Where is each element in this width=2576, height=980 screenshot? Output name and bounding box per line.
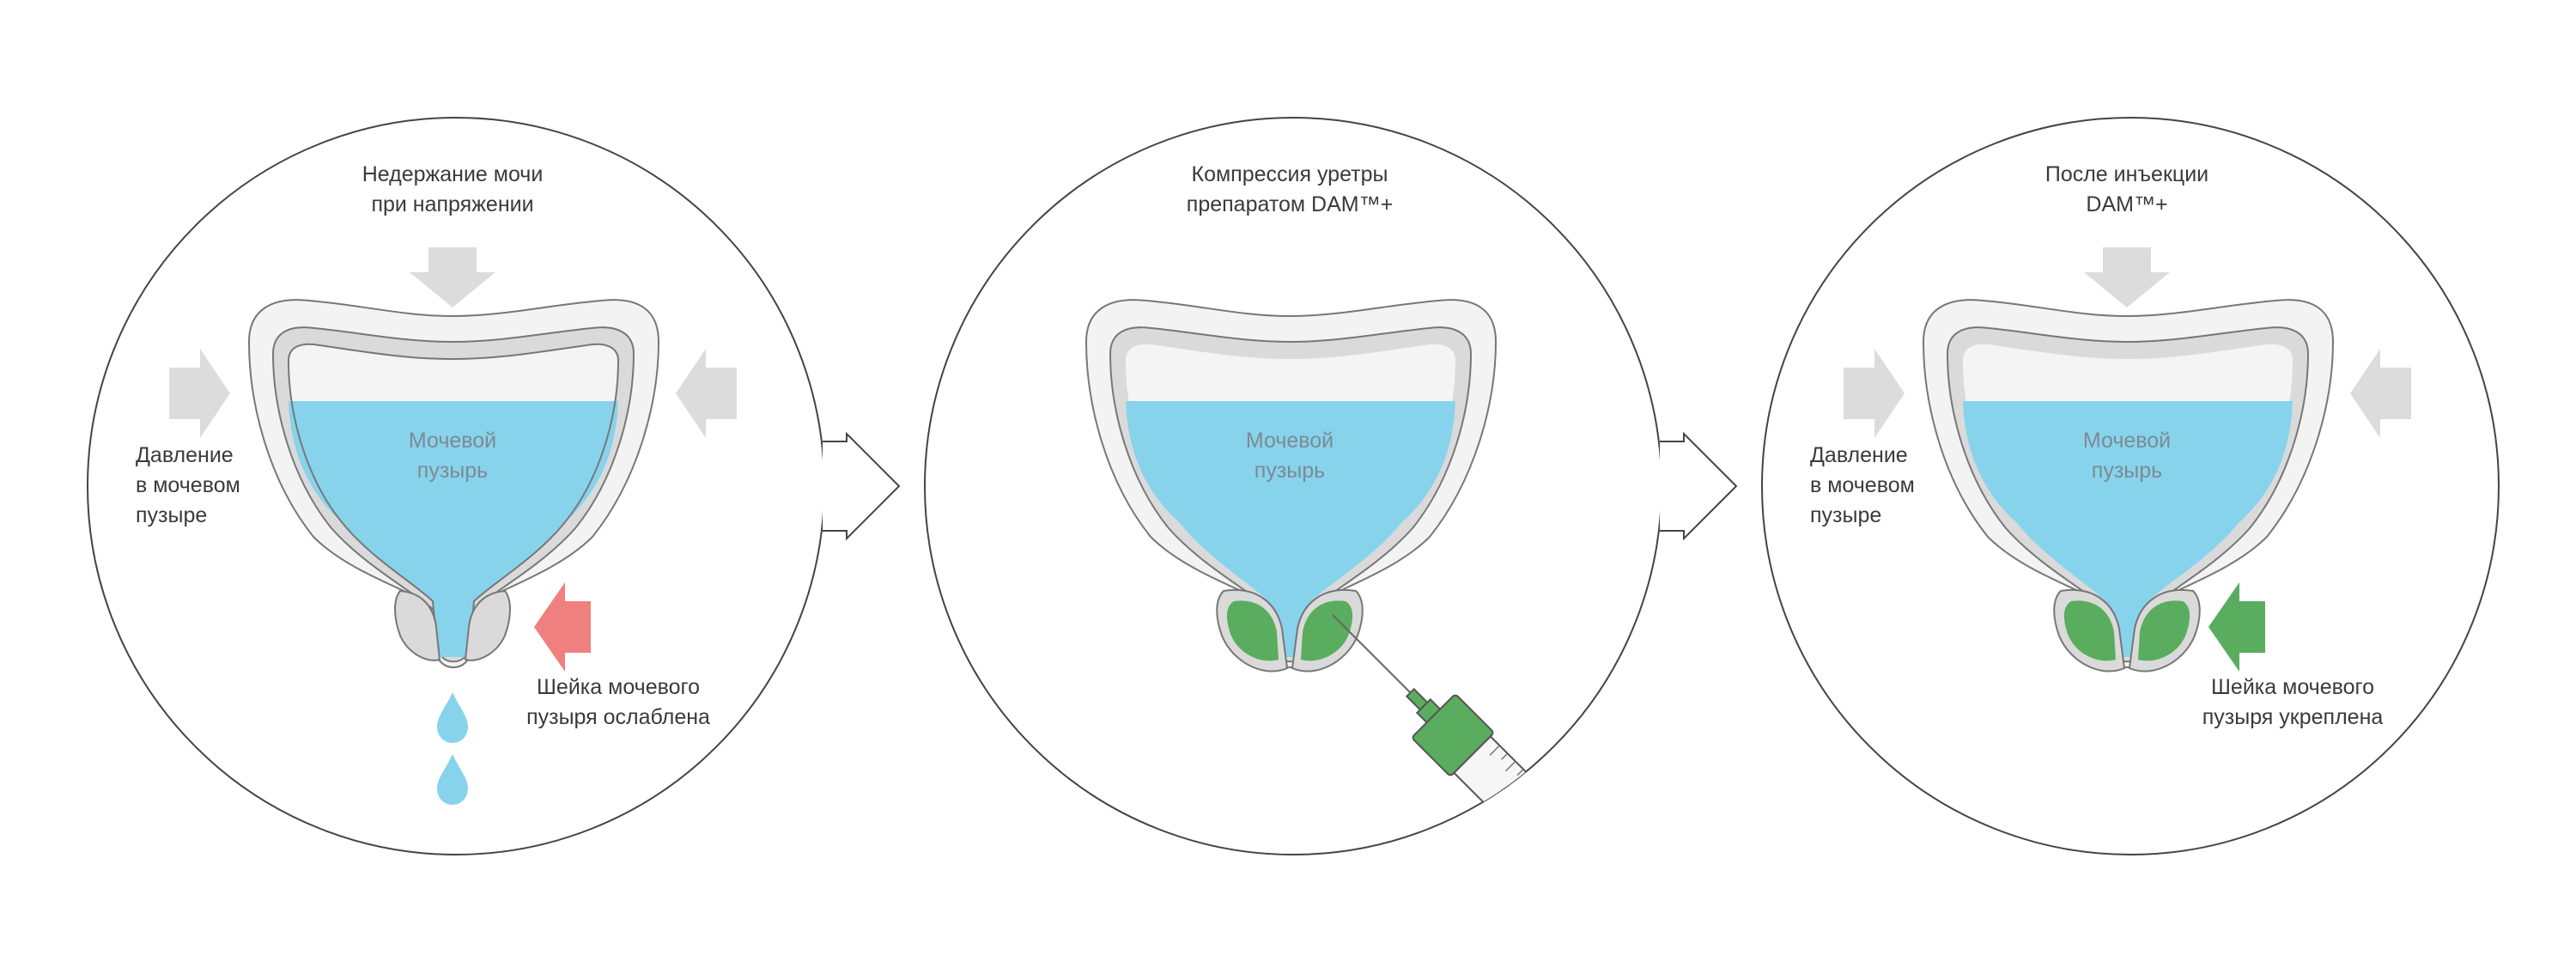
flow-arrow-icon: [1660, 431, 1738, 541]
caption-line: препаратом DAM™+: [1186, 192, 1394, 216]
weak-neck-arrow-icon: [534, 582, 591, 672]
strong-neck-arrow-icon: [2208, 582, 2265, 672]
caption-line: Мочевой: [408, 429, 497, 453]
caption-line: в мочевом: [1810, 473, 1915, 497]
bulking-agent-icon: [1226, 600, 1279, 661]
bladder-label: Мочевой пузырь: [1204, 426, 1376, 486]
caption-line: пузыре: [1810, 503, 1882, 527]
caption-line: После инъекции: [2044, 162, 2209, 186]
panel-after-title: После инъекции DAM™+: [1998, 160, 2256, 220]
pressure-arrow-icon: [676, 349, 737, 438]
panel-before-title: Недержание мочи при напряжении: [324, 160, 581, 220]
bladder-icon: [1922, 299, 2335, 673]
pressure-arrow-icon: [169, 349, 230, 438]
caption-line: пузыре: [136, 503, 208, 527]
caption-line: пузырь: [1254, 459, 1326, 483]
caption-line: Мочевой: [1245, 429, 1334, 453]
pressure-arrow-icon: [1844, 349, 1905, 438]
bladder-label: Мочевой пузырь: [2041, 426, 2213, 486]
urine-drop-icon: [437, 692, 468, 743]
panel-injection-title: Компрессия уретры препаратом DAM™+: [1161, 160, 1419, 220]
bladder-label: Мочевой пузырь: [367, 426, 538, 486]
pressure-label: Давление в мочевом пузыре: [1810, 441, 1947, 531]
bulking-agent-icon: [2063, 600, 2116, 661]
bladder-icon: [247, 299, 660, 668]
caption-line: Компрессия уретры: [1191, 162, 1388, 186]
caption-line: Недержание мочи: [361, 162, 544, 186]
caption-line: пузыря укреплена: [2202, 705, 2384, 729]
caption-line: пузырь: [2091, 459, 2163, 483]
bulking-agent-icon: [2138, 600, 2190, 661]
caption-line: пузыря ослаблена: [526, 705, 710, 729]
neck-caption: Шейка мочевого пузыря укреплена: [2172, 673, 2413, 733]
neck-caption: Шейка мочевого пузыря ослаблена: [502, 673, 734, 733]
urine-drop-icon: [437, 754, 468, 805]
caption-line: пузырь: [416, 459, 489, 483]
caption-line: Давление: [1810, 443, 1908, 467]
caption-line: в мочевом: [136, 473, 240, 497]
pressure-arrow-icon: [410, 247, 495, 307]
pressure-arrow-icon: [2350, 349, 2411, 438]
caption-line: Шейка мочевого: [2211, 675, 2374, 699]
caption-line: Мочевой: [2082, 429, 2172, 453]
caption-line: Шейка мочевого: [537, 675, 700, 699]
caption-line: Давление: [136, 443, 234, 467]
caption-line: DAM™+: [2086, 192, 2168, 216]
bladder-icon: [1084, 299, 1498, 673]
flow-arrow-icon: [823, 431, 901, 541]
bulking-agent-icon: [1301, 600, 1353, 661]
pressure-arrow-icon: [2084, 247, 2170, 307]
pressure-label: Давление в мочевом пузыре: [136, 441, 273, 531]
caption-line: при напряжении: [371, 192, 534, 216]
